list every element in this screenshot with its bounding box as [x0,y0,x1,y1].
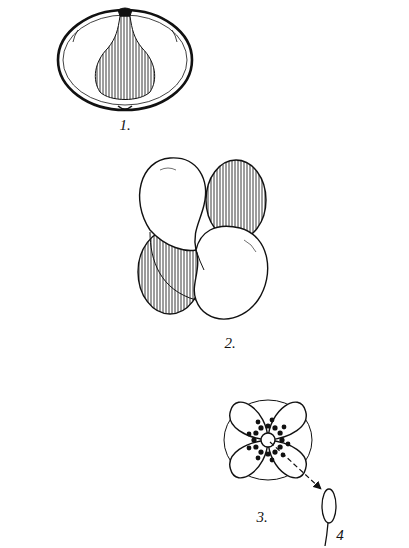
figure-number: 4 [336,527,344,543]
figure-number-box: 3. [256,508,267,526]
figure-number-box: 2. [224,334,235,352]
embryo-lobes [138,158,268,319]
flower [224,400,312,480]
stamen [322,489,336,546]
figure-number: 1. [119,117,130,133]
figure-number: 3. [256,509,267,525]
figure-number-box: 1. [119,116,130,134]
figure-number: 2. [224,335,235,351]
seed-section [58,8,192,110]
figure-number-box: 4 [336,526,344,544]
dashed-leader [270,442,321,489]
